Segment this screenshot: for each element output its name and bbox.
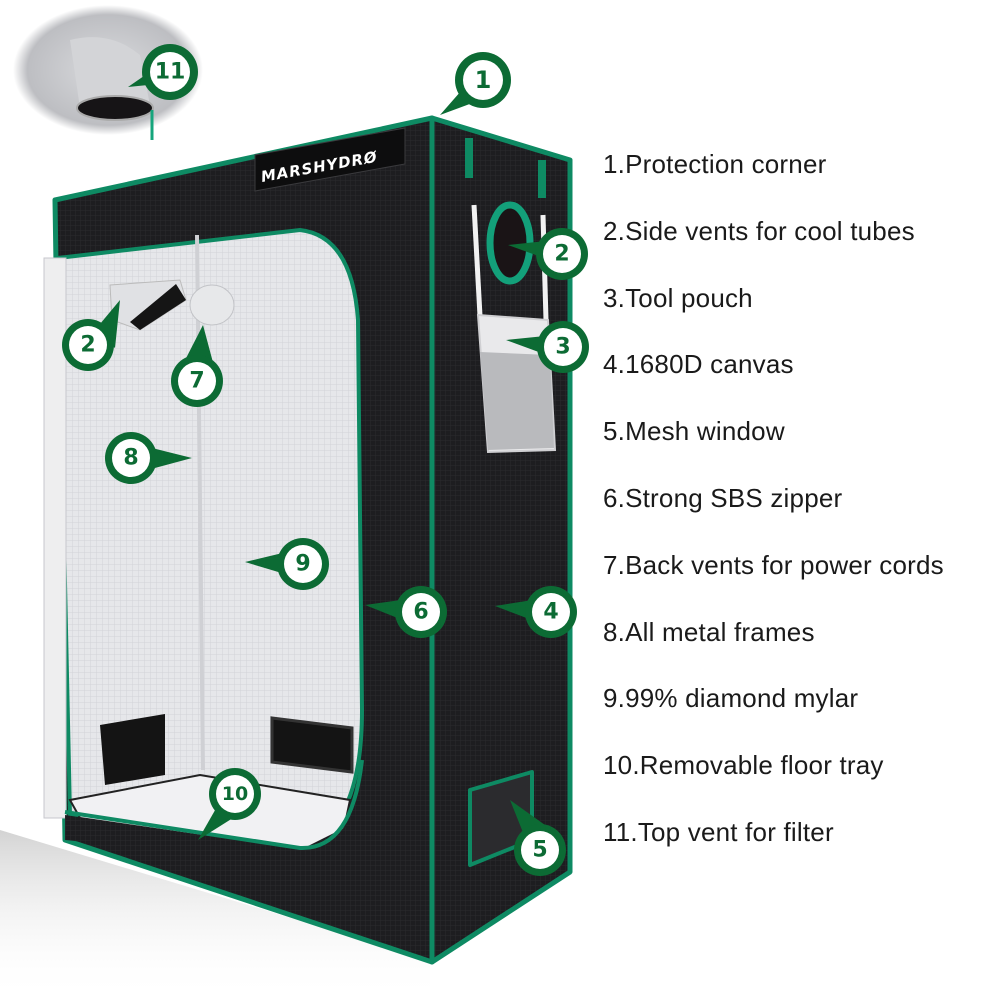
callout-11: 11 bbox=[128, 44, 198, 100]
svg-text:9: 9 bbox=[295, 552, 310, 577]
top-vent-opening bbox=[76, 95, 154, 121]
svg-text:5: 5 bbox=[532, 838, 547, 863]
callout-3: 3 bbox=[506, 321, 589, 373]
feature-item-1: 1.Protection corner bbox=[603, 149, 827, 179]
svg-text:10: 10 bbox=[222, 783, 248, 805]
feature-item-2: 2.Side vents for cool tubes bbox=[603, 215, 915, 246]
feature-item-11: 11.Top vent for filter bbox=[603, 816, 834, 847]
rolled-door bbox=[43, 257, 67, 819]
callout-8: 8 bbox=[105, 432, 192, 484]
svg-text:2: 2 bbox=[554, 242, 569, 267]
callout-7: 7 bbox=[171, 325, 223, 407]
svg-text:3: 3 bbox=[555, 335, 570, 360]
feature-item-3: 3.Tool pouch bbox=[603, 282, 753, 313]
feature-item-4: 4.1680D canvas bbox=[603, 349, 794, 380]
callout-6: 6 bbox=[365, 586, 447, 638]
callout-1: 1 bbox=[440, 52, 511, 115]
svg-text:1: 1 bbox=[475, 66, 492, 94]
svg-text:2: 2 bbox=[80, 333, 95, 358]
bottom-trim bbox=[64, 759, 364, 851]
interior-window-left bbox=[100, 714, 165, 785]
interior-vent-opening bbox=[130, 284, 186, 330]
hanging-strap-left bbox=[465, 138, 473, 178]
top-vent-inset bbox=[13, 5, 203, 140]
svg-text:8: 8 bbox=[123, 446, 138, 471]
back-vent bbox=[189, 284, 235, 326]
svg-text:6: 6 bbox=[413, 600, 428, 625]
callout-10: 10 bbox=[198, 768, 261, 840]
svg-text:4: 4 bbox=[543, 600, 558, 625]
interior-window-right bbox=[270, 716, 354, 774]
floor-shadow bbox=[0, 830, 430, 1000]
svg-text:7: 7 bbox=[189, 369, 204, 394]
callouts: 11 1 2 3 2 7 bbox=[62, 44, 589, 876]
feature-item-8: 8.All metal frames bbox=[603, 616, 815, 647]
feature-list: 1.Protection corner 2.Side vents for coo… bbox=[603, 145, 944, 880]
pouch-strap-left bbox=[471, 204, 483, 317]
feature-item-6: 6.Strong SBS zipper bbox=[603, 482, 843, 513]
hanging-strap-right bbox=[538, 160, 546, 198]
callout-2-side: 2 bbox=[508, 228, 588, 280]
svg-text:11: 11 bbox=[155, 60, 186, 85]
callout-2-interior: 2 bbox=[62, 300, 120, 371]
feature-item-7: 7.Back vents for power cords bbox=[603, 549, 944, 580]
callout-9: 9 bbox=[245, 538, 329, 590]
callout-4: 4 bbox=[495, 586, 577, 638]
side-vent bbox=[486, 201, 534, 285]
feature-item-10: 10.Removable floor tray bbox=[603, 750, 884, 781]
metal-frame-pole bbox=[195, 234, 205, 771]
feature-item-9: 9.99% diamond mylar bbox=[603, 683, 859, 714]
callout-5: 5 bbox=[510, 800, 566, 876]
feature-item-5: 5.Mesh window bbox=[603, 416, 785, 447]
front-bottom-strip bbox=[65, 815, 360, 870]
tool-pouch-lower bbox=[480, 352, 554, 450]
